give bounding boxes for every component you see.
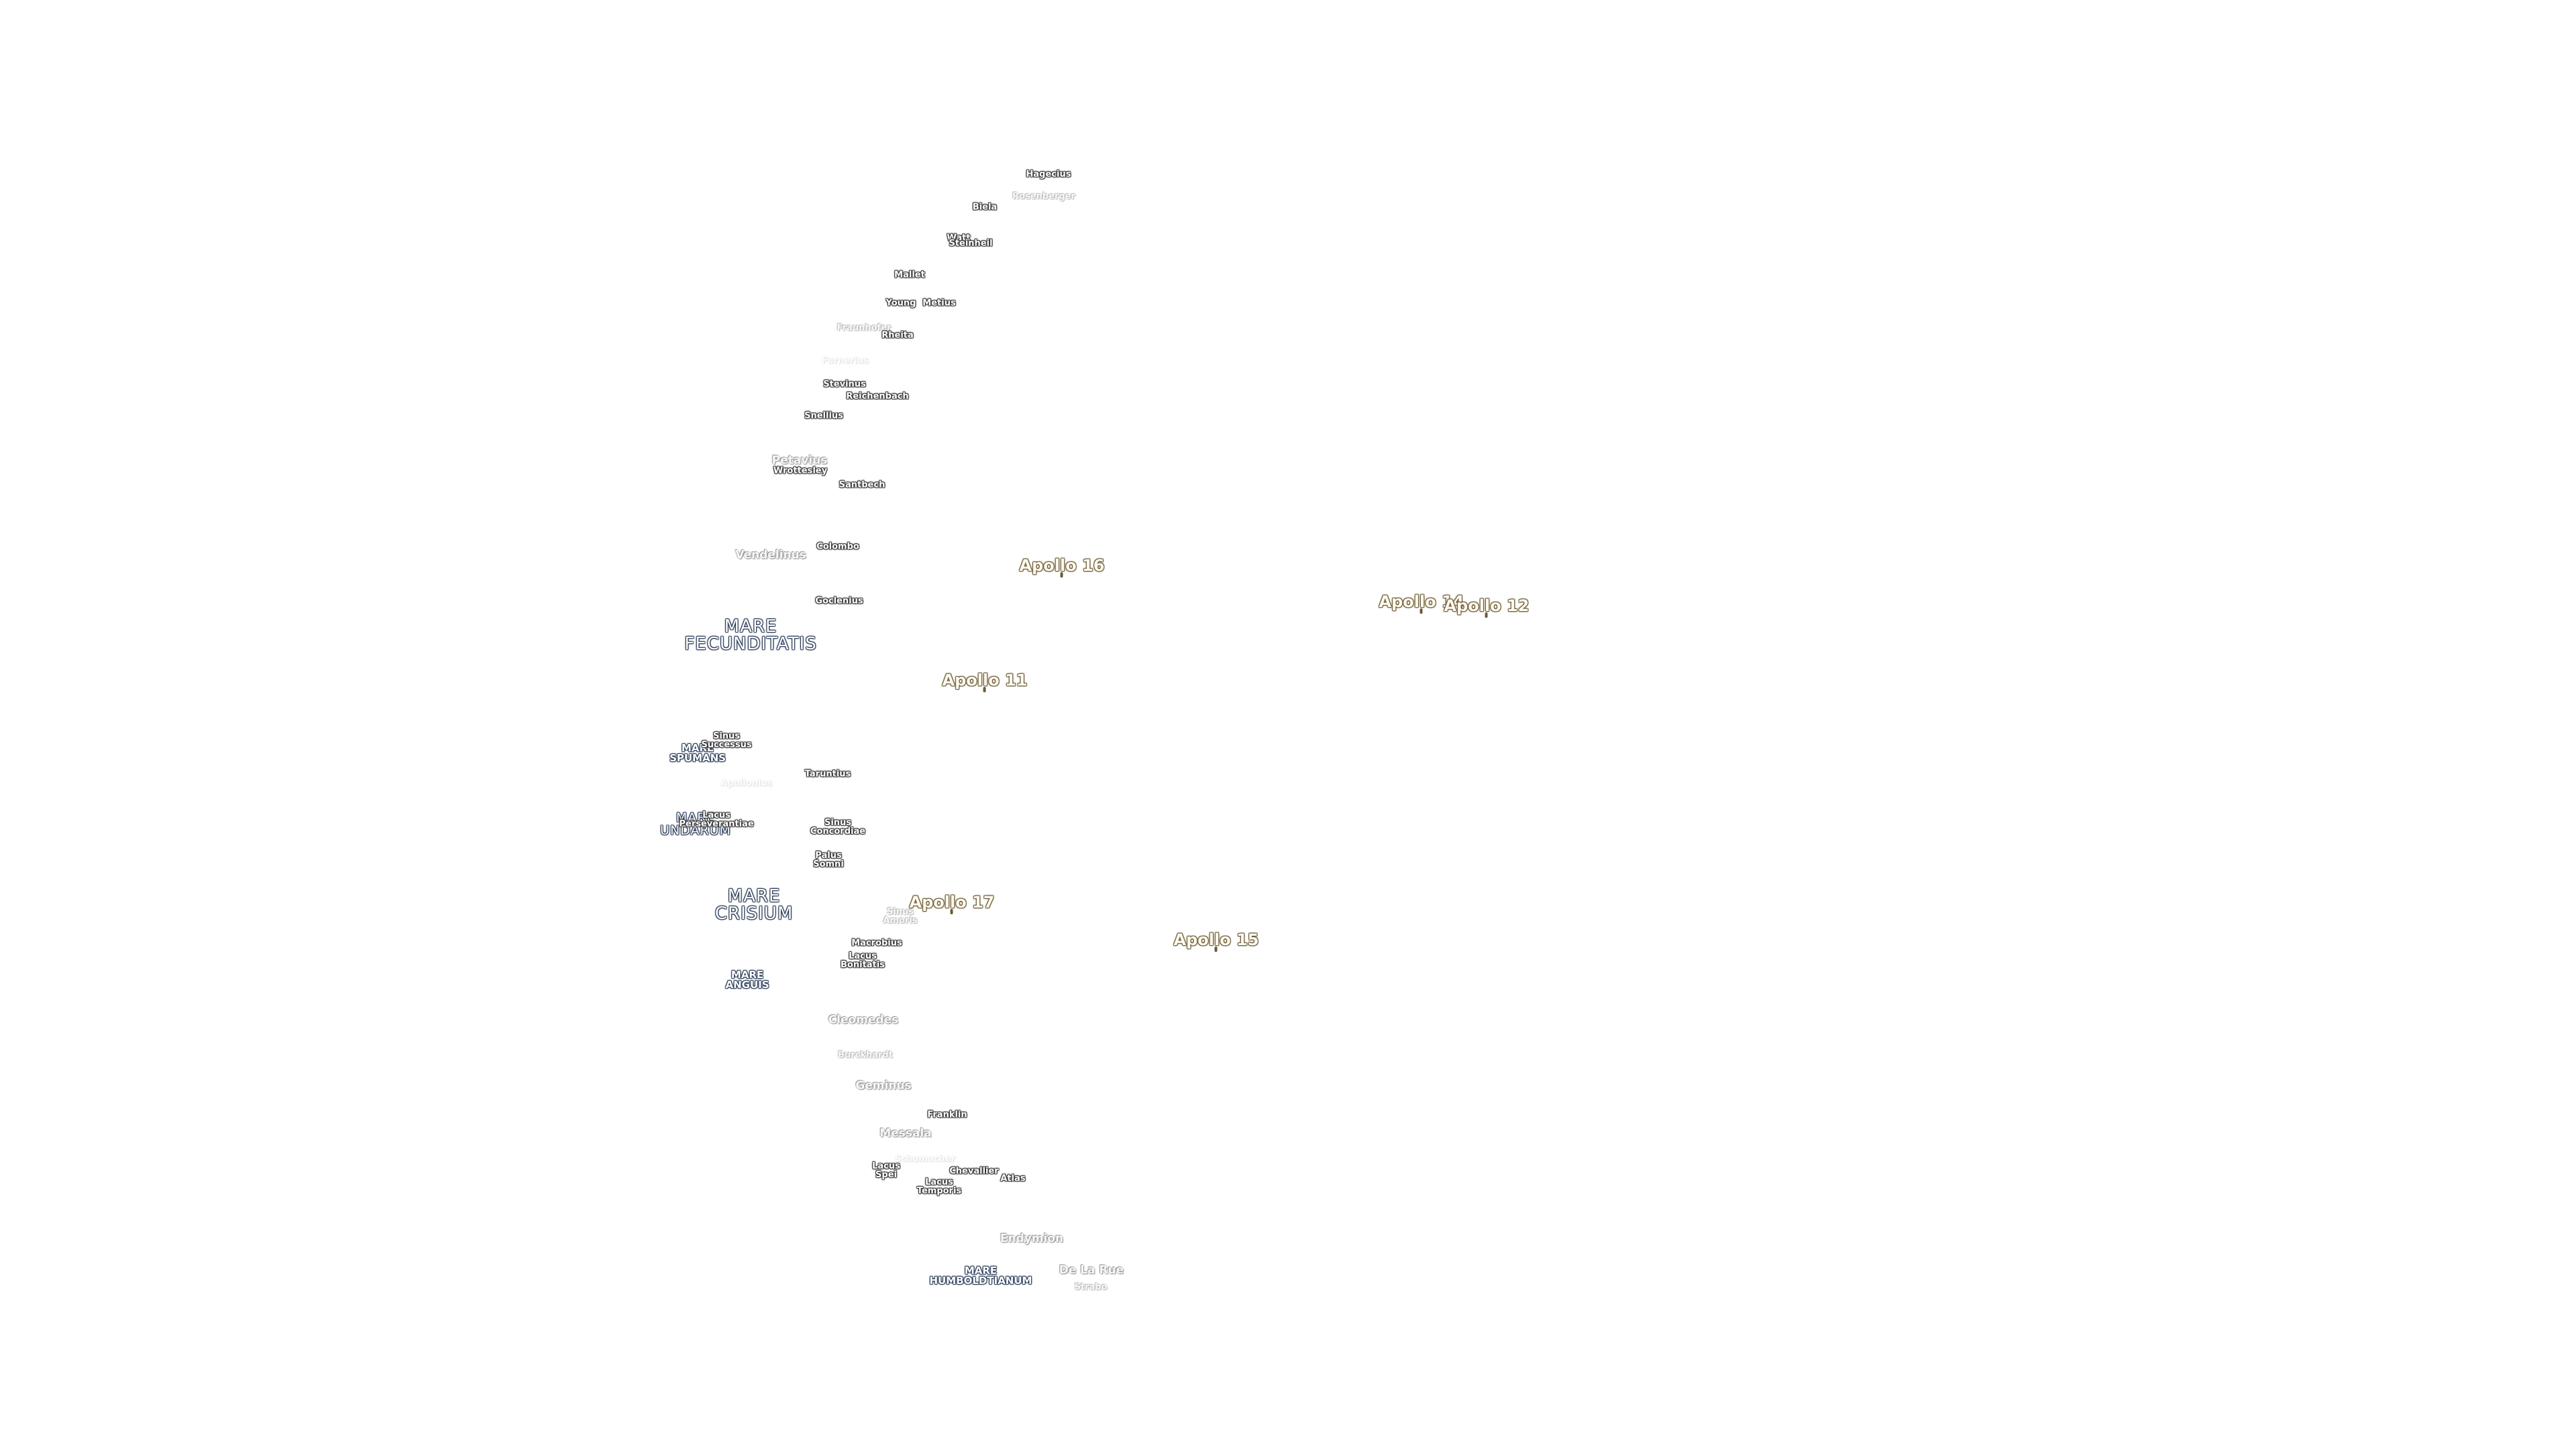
crater-schumacher-label[interactable]: Schumacher (894, 1154, 956, 1165)
crater-mallet-label[interactable]: Mallet (894, 270, 925, 280)
crater-steinheil-label[interactable]: Steinheil (949, 238, 993, 249)
apollo-16-marker[interactable]: Apollo 16 (1019, 541, 1105, 594)
crater-furnerius-label[interactable]: Furnerius (822, 356, 869, 366)
crater-fraunhofer-label[interactable]: Fraunhofer (837, 323, 892, 333)
palus-somni-label[interactable]: Palus Somni (813, 851, 844, 869)
lacus-spei-label[interactable]: Lacus Spei (872, 1161, 900, 1180)
lacus-temporis-label[interactable]: Lacus Temporis (916, 1177, 962, 1196)
lacus-bonitatis-label[interactable]: Lacus Bonitatis (841, 951, 885, 970)
crater-geminus-label[interactable]: Geminus (855, 1079, 912, 1093)
crater-reichenbach-label[interactable]: Reichenbach (846, 391, 909, 402)
apollo-14-pin-icon (1420, 608, 1423, 614)
crater-rosenberger-label[interactable]: Rosenberger (1012, 191, 1075, 202)
crater-rheita-label[interactable]: Rheita (881, 330, 914, 341)
crater-colombo-label[interactable]: Colombo (816, 541, 859, 552)
apollo-16-pin-icon (1061, 572, 1063, 578)
apollo-16-label: Apollo 16 (1019, 556, 1105, 575)
crater-hagecius-label[interactable]: Hagecius (1026, 169, 1071, 180)
crater-chevallier-label[interactable]: Chevallier (949, 1166, 999, 1177)
crater-strabo-label[interactable]: Strabo (1074, 1282, 1108, 1293)
mare-fecunditatis-label[interactable]: MARE FECUNDITATIS (684, 616, 817, 654)
crater-wrottesley-label[interactable]: Wrottesley (773, 466, 828, 476)
sinus-concordiae-label[interactable]: Sinus Concordiae (810, 818, 866, 837)
crater-petavius-label[interactable]: Petavius (771, 453, 828, 468)
crater-atlas-label[interactable]: Atlas (1000, 1173, 1026, 1184)
crater-endymion-label[interactable]: Endymion (1000, 1232, 1064, 1246)
crater-biela-label[interactable]: Biela (972, 202, 998, 213)
mare-spumans-label[interactable]: MARE SPUMANS (669, 742, 726, 764)
apollo-12-pin-icon (1485, 612, 1488, 618)
crater-snellius-label[interactable]: Snellius (804, 411, 843, 421)
crater-apollonius-label[interactable]: Apollonius (720, 778, 773, 789)
mare-anguis-label[interactable]: MARE ANGUIS (725, 969, 769, 991)
crater-stevinus-label[interactable]: Stevinus (823, 379, 866, 390)
crater-burckhardt-label[interactable]: Burckhardt (838, 1050, 893, 1061)
apollo-17-label: Apollo 17 (909, 893, 995, 912)
apollo-17-marker[interactable]: Apollo 17 (909, 878, 995, 930)
sinus-successus-label[interactable]: Sinus Successus (701, 731, 752, 750)
lacus-perseverantiae-label[interactable]: Lacus Perseverantiae (679, 810, 754, 829)
crater-de-la-rue-label[interactable]: De La Rue (1059, 1263, 1124, 1277)
apollo-14-marker[interactable]: Apollo 14 (1379, 578, 1464, 630)
apollo-11-marker[interactable]: Apollo 11 (942, 656, 1028, 708)
crater-franklin-label[interactable]: Franklin (927, 1110, 967, 1120)
crater-metius-label[interactable]: Metius (922, 298, 956, 309)
crater-santbech-label[interactable]: Santbech (839, 480, 885, 490)
apollo-15-pin-icon (1215, 947, 1218, 952)
apollo-12-marker[interactable]: Apollo 12 (1444, 582, 1529, 634)
apollo-15-label: Apollo 15 (1173, 930, 1259, 949)
crater-goclenius-label[interactable]: Goclenius (815, 596, 863, 606)
apollo-11-label: Apollo 11 (942, 671, 1028, 690)
crater-macrobius-label[interactable]: Macrobius (851, 938, 902, 949)
mare-undarum-label[interactable]: MARE UNDARUM (660, 810, 731, 838)
crater-vendelinus-label[interactable]: Vendelinus (735, 548, 806, 562)
mare-humboldtianum-label[interactable]: MARE HUMBOLDTIANUM (929, 1265, 1032, 1287)
apollo-15-marker[interactable]: Apollo 15 (1173, 916, 1259, 968)
crater-taruntius-label[interactable]: Taruntius (804, 769, 851, 780)
crater-messala-label[interactable]: Messala (879, 1126, 932, 1140)
crater-watt-label[interactable]: Watt (947, 233, 971, 244)
crater-cleomedes-label[interactable]: Cleomedes (828, 1013, 899, 1027)
apollo-12-label: Apollo 12 (1444, 596, 1529, 615)
apollo-17-pin-icon (951, 909, 953, 914)
mare-crisium-label[interactable]: MARE CRISIUM (714, 886, 794, 924)
crater-young-label[interactable]: Young (885, 298, 916, 309)
apollo-11-pin-icon (983, 687, 986, 692)
apollo-14-label: Apollo 14 (1379, 592, 1464, 611)
sinus-amoris-label[interactable]: Sinus Amoris (883, 907, 918, 926)
